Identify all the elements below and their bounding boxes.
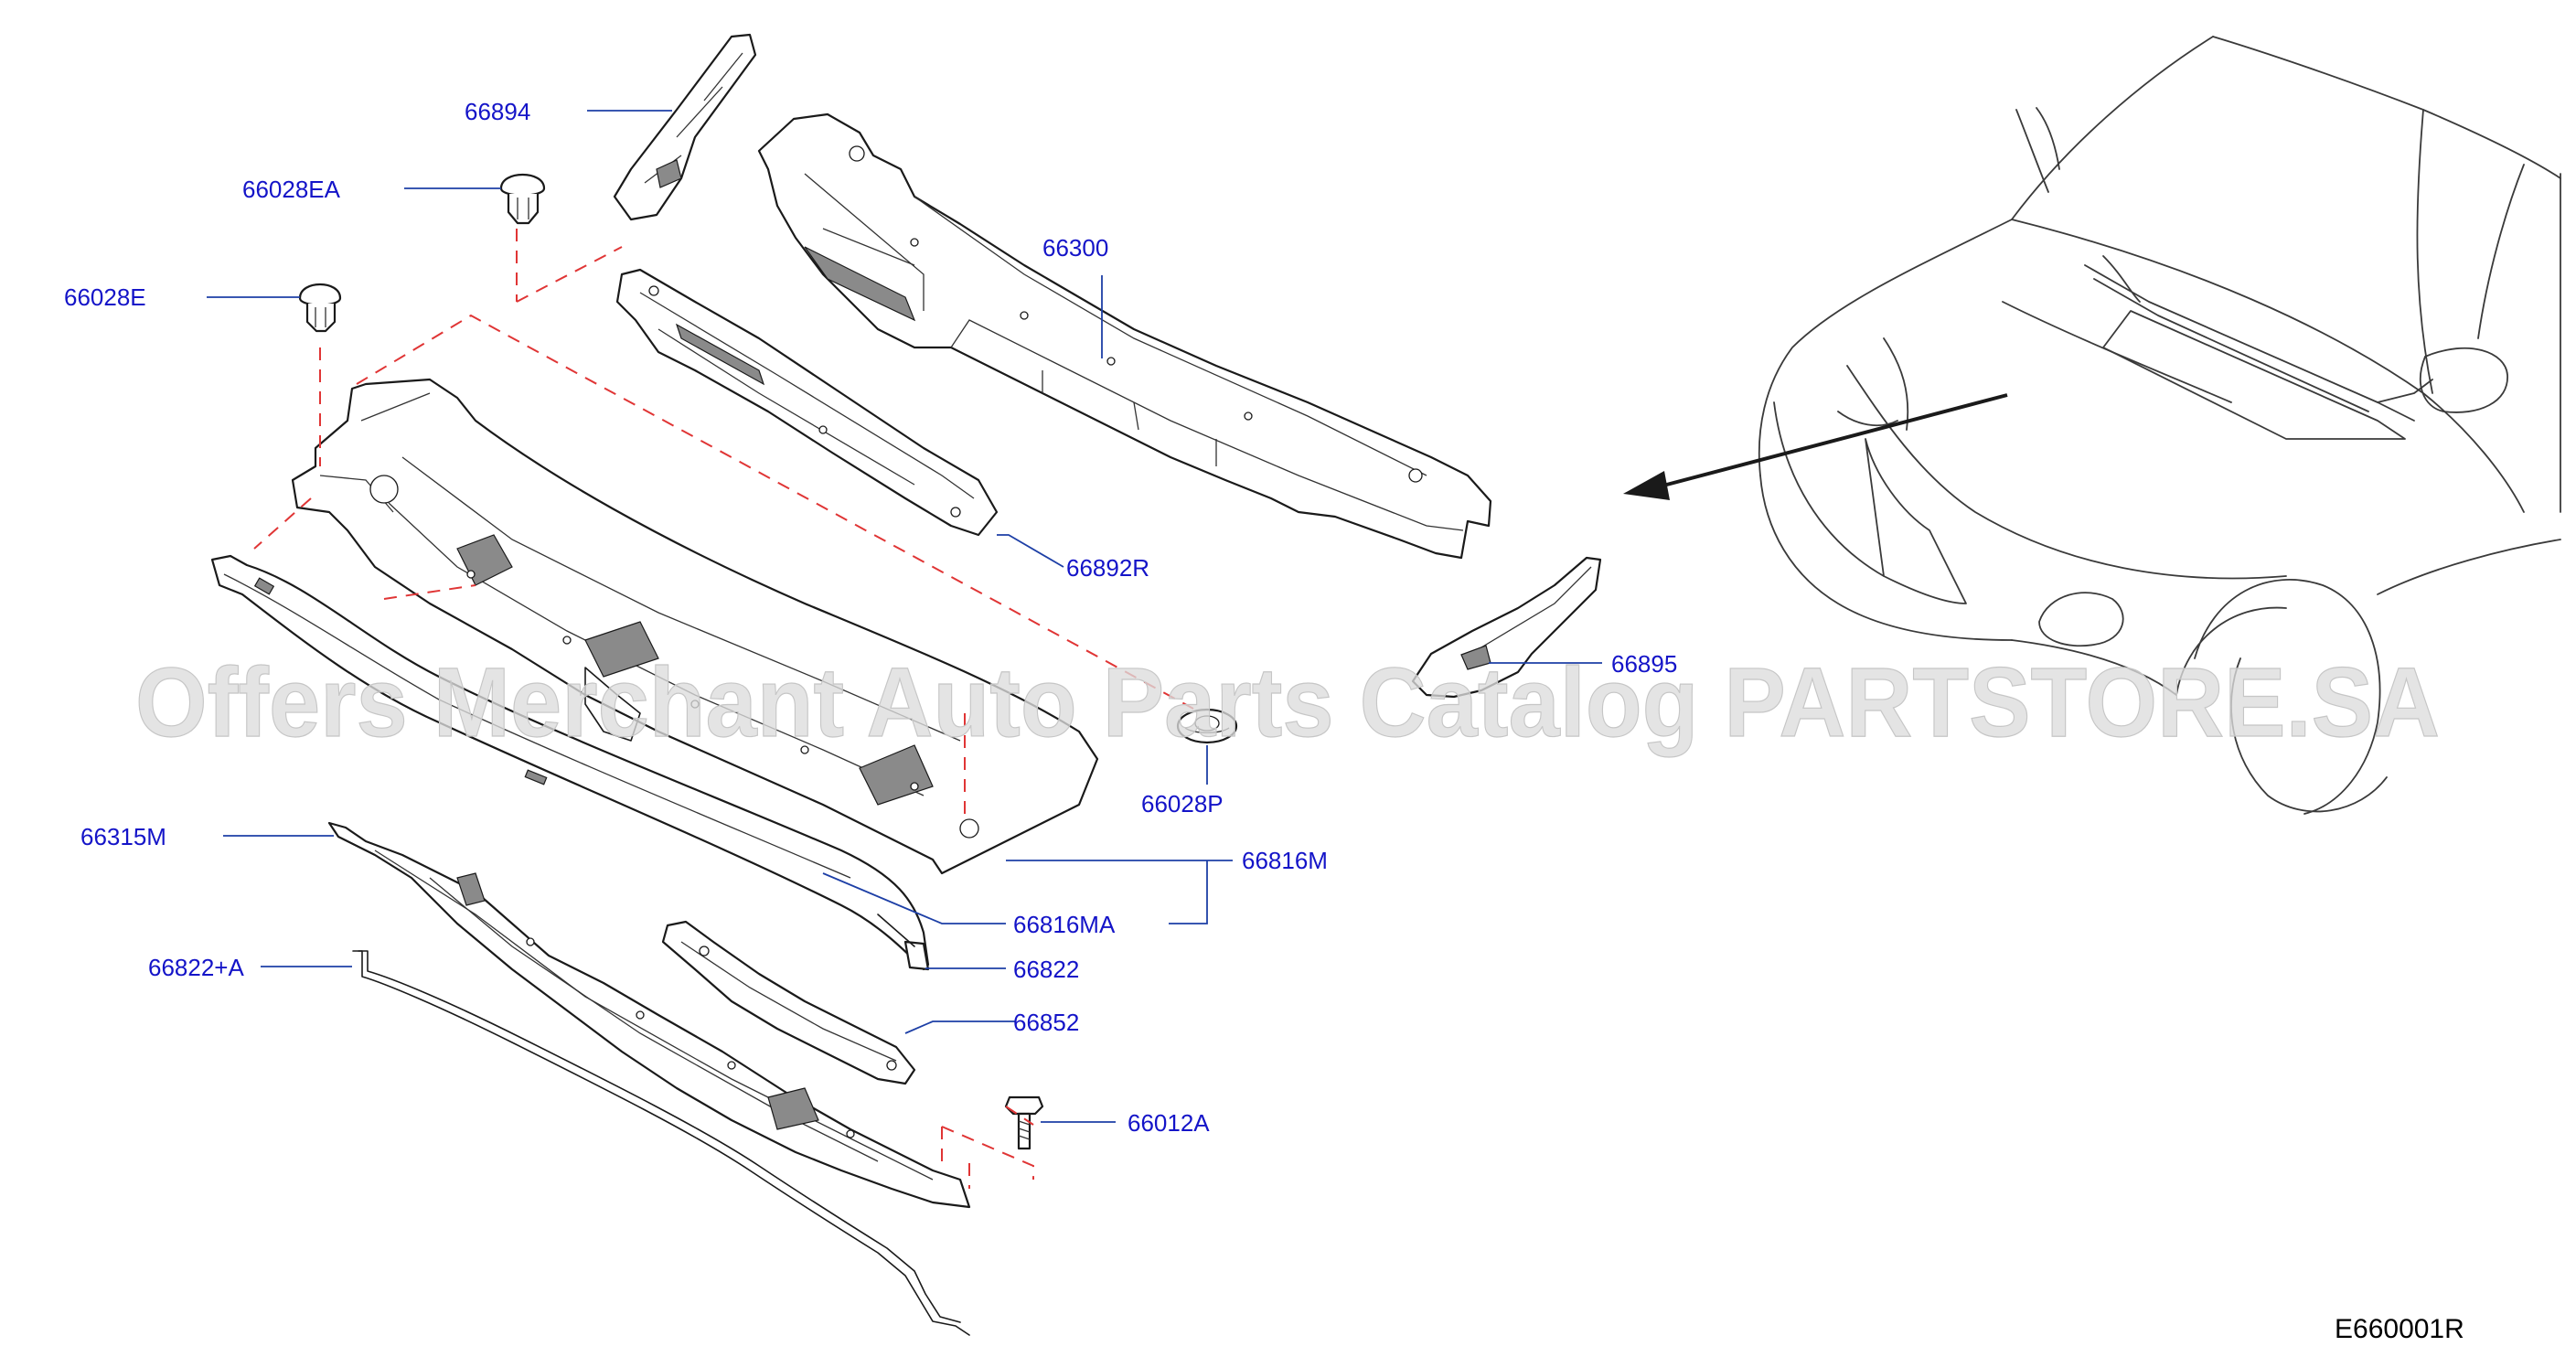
part-66315M xyxy=(327,821,971,1209)
callout-66816MA: 66816MA xyxy=(1013,911,1116,938)
part-66822A xyxy=(352,950,970,1336)
callout-labels: 66894 66028EA 66028E 66300 66892R 66895 … xyxy=(64,98,1677,1137)
part-66822 xyxy=(877,914,930,971)
callout-66895: 66895 xyxy=(1611,650,1677,678)
part-66816M xyxy=(291,378,1099,875)
clip-66028EA xyxy=(499,173,546,225)
callout-66315M: 66315M xyxy=(80,823,166,850)
callout-66892R: 66892R xyxy=(1066,554,1149,582)
part-66028P xyxy=(1176,708,1238,744)
callout-66300: 66300 xyxy=(1042,234,1108,262)
callout-66028EA: 66028EA xyxy=(242,176,341,203)
vehicle-overview xyxy=(1758,36,2561,815)
clip-66028E xyxy=(298,283,342,333)
part-66895 xyxy=(1411,556,1602,699)
view-arrow xyxy=(1623,393,2008,500)
part-66852 xyxy=(661,920,916,1085)
leader-lines xyxy=(207,110,1602,1123)
part-66892R xyxy=(615,268,999,537)
callout-66816M: 66816M xyxy=(1242,847,1328,874)
callout-66852: 66852 xyxy=(1013,1009,1079,1036)
callout-66028E: 66028E xyxy=(64,283,146,311)
callout-66822A: 66822+A xyxy=(148,954,244,981)
diagram-reference-code: E660001R xyxy=(2335,1314,2464,1344)
dashed-guides xyxy=(253,229,1194,1189)
part-66012A xyxy=(1004,1095,1044,1150)
callout-66894: 66894 xyxy=(465,98,530,125)
watermark: Offers Merchant Auto Parts Catalog PARTS… xyxy=(135,646,2440,757)
part-66894 xyxy=(613,33,757,221)
callout-66822: 66822 xyxy=(1013,956,1079,983)
callout-66028P: 66028P xyxy=(1141,790,1224,817)
callout-66012A: 66012A xyxy=(1128,1109,1210,1137)
part-66300 xyxy=(757,112,1492,560)
